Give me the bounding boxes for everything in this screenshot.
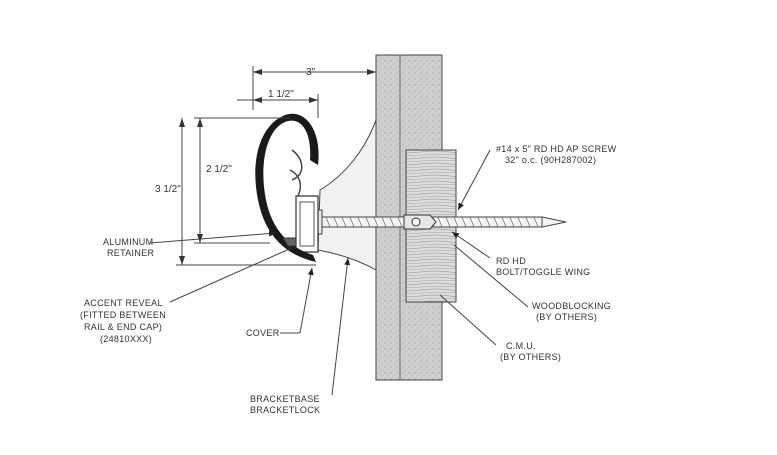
label-retainer-1: ALUMINUM xyxy=(103,237,153,247)
label-bolt-1: RD HD xyxy=(496,256,526,266)
label-woodblocking-1: WOODBLOCKING xyxy=(532,301,611,311)
aluminum-retainer xyxy=(289,149,319,253)
dim-overall-width: 3" xyxy=(306,67,316,78)
dim-inner-width: 1 1/2" xyxy=(268,89,294,100)
label-bracket-2: BRACKETLOCK xyxy=(250,405,320,415)
label-accent-3: RAIL & END CAP) xyxy=(84,322,162,332)
label-accent-2: (FITTED BETWEEN xyxy=(80,310,166,320)
label-bracket-1: BRACKETBASE xyxy=(250,394,320,404)
label-cmu-1: C.M.U. xyxy=(506,341,536,351)
label-screw-1: #14 x 5" RD HD AP SCREW xyxy=(496,144,617,154)
label-woodblocking-2: (BY OTHERS) xyxy=(536,312,597,322)
rail-cover xyxy=(255,113,319,262)
toggle-wing xyxy=(403,214,437,230)
dim-overall-height: 3 1/2" xyxy=(155,184,181,195)
leader-lines xyxy=(149,149,529,396)
label-screw-2: 32" o.c. (90H287002) xyxy=(505,155,596,165)
label-retainer-2: RETAINER xyxy=(107,248,154,258)
dimension-lines xyxy=(176,66,377,266)
label-cmu-2: (BY OTHERS) xyxy=(500,352,561,362)
label-cover: COVER xyxy=(246,328,280,338)
label-accent-4: (24810XXX) xyxy=(100,334,152,344)
bracket-base xyxy=(317,119,377,271)
dim-inner-height: 2 1/2" xyxy=(206,164,232,175)
label-accent-1: ACCENT REVEAL xyxy=(84,298,163,308)
label-bolt-2: BOLT/TOGGLE WING xyxy=(496,267,590,277)
